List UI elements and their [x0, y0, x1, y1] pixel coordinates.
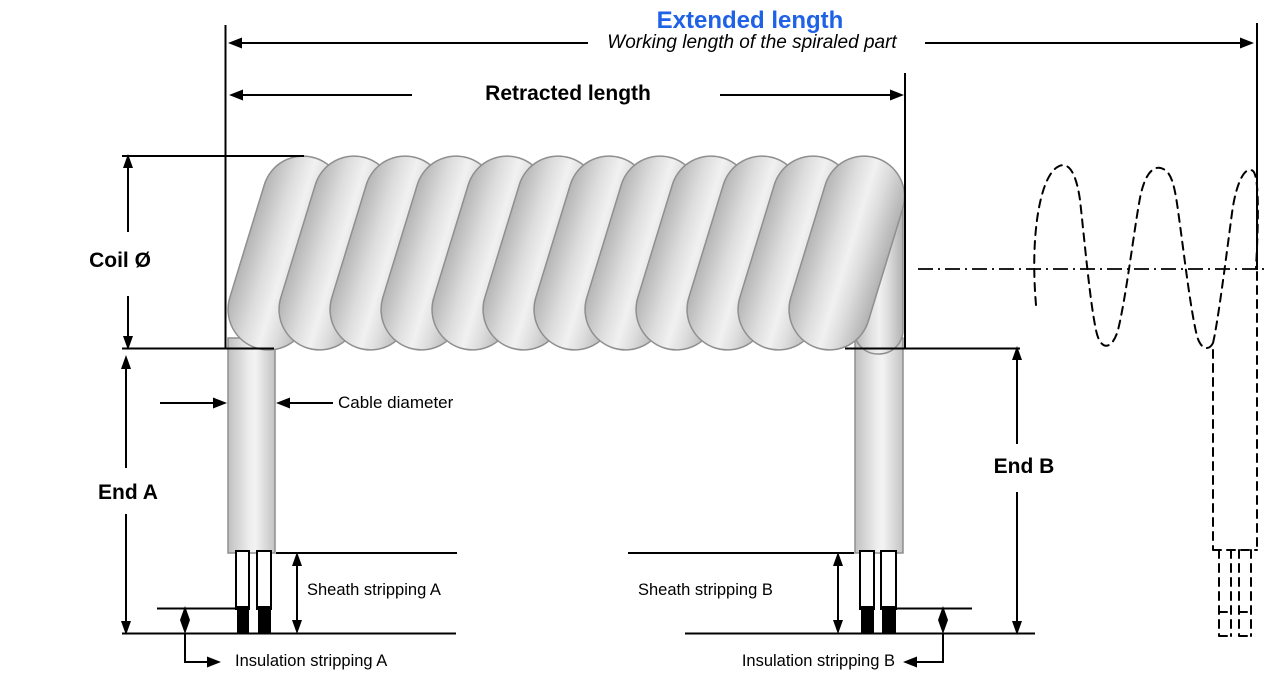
cable-leg-b [854, 337, 904, 554]
insulation-stripping-a-label: Insulation stripping A [235, 652, 388, 670]
wires-end-a [235, 550, 272, 634]
working-length-label: Working length of the spiraled part [607, 32, 897, 53]
extended-length-label: Extended length [656, 7, 844, 34]
end-a-label: End A [98, 481, 158, 504]
retracted-length-dimension [229, 89, 904, 101]
coil-diameter-dimension [123, 154, 133, 350]
coiled-cable-graphic [227, 155, 906, 351]
end-b-dimension [1012, 346, 1022, 635]
retracted-length-label: Retracted length [485, 82, 651, 105]
cable-diameter-arrows [160, 397, 333, 409]
end-b-label: End B [993, 455, 1055, 478]
coil-turn [788, 155, 906, 351]
cable-diameter-label: Cable diameter [338, 393, 454, 412]
insulation-stripping-b-label: Insulation stripping B [741, 652, 895, 670]
extended-length-dimension [228, 37, 1254, 49]
coil-diameter-label: Coil Ø [89, 249, 151, 272]
sheath-stripping-b-label: Sheath stripping B [638, 581, 773, 599]
insulation-stripping-b-dimension [903, 606, 948, 668]
extension-lines [122, 23, 1258, 635]
sheath-stripping-b-dimension [833, 552, 843, 634]
end-a-dimension [121, 355, 131, 635]
sheath-stripping-a-label: Sheath stripping A [307, 581, 441, 599]
dashed-extended-coil [1033, 164, 1259, 637]
sheath-stripping-a-dimension [292, 552, 302, 634]
cable-leg-a [227, 337, 276, 554]
wires-end-b [859, 550, 897, 634]
insulation-stripping-a-dimension [180, 606, 221, 668]
